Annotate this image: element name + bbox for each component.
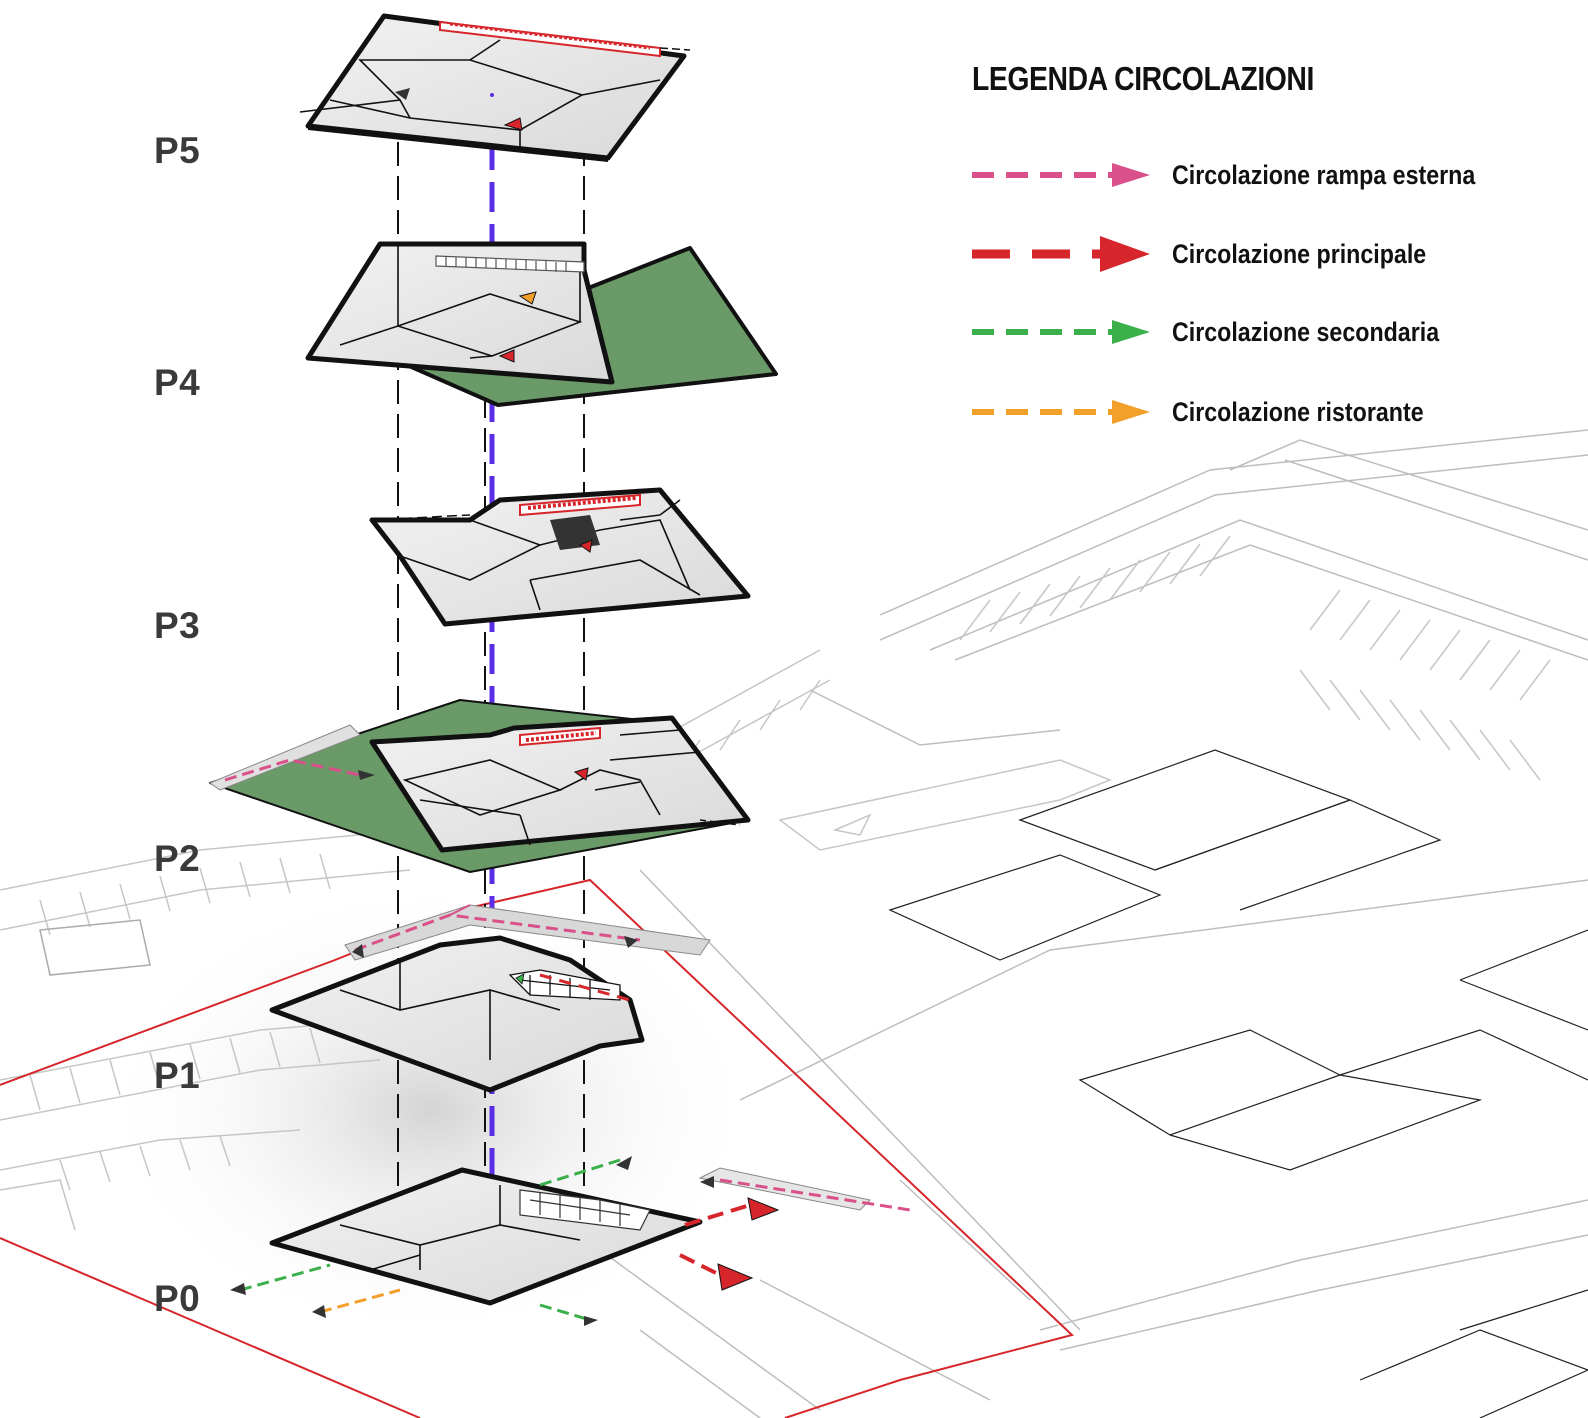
legend-title: LEGENDA CIRCOLAZIONI [972, 60, 1314, 97]
legend-item-ristorante: Circolazione ristorante [972, 392, 1572, 432]
legend-swatch-short-dash [972, 320, 1150, 344]
arrow-marker [578, 539, 593, 553]
road-curb [809, 689, 1061, 746]
arrow-marker [747, 1197, 780, 1221]
level-label-p3: P3 [154, 605, 201, 646]
road-curb [1059, 1234, 1588, 1351]
legend-label: Circolazione secondaria [1172, 317, 1440, 347]
floor-p0 [230, 1156, 911, 1326]
level-label-p5: P5 [154, 130, 201, 171]
floor-p5 [299, 13, 691, 162]
road-curb [1229, 439, 1588, 531]
road-curb [899, 1179, 1031, 1301]
road-curb [1039, 1199, 1588, 1331]
legend-item-secondaria: Circolazione secondaria [972, 312, 1572, 352]
stair-hatch [519, 1189, 651, 1231]
road-curb [879, 454, 1588, 641]
road-curb [879, 429, 1588, 616]
road-curb [599, 1249, 821, 1411]
stair-core [550, 515, 600, 550]
road-curb [954, 544, 1588, 661]
lawn-blocks [888, 749, 1588, 1418]
stair-hatch [519, 726, 601, 747]
arrow-marker [503, 117, 523, 131]
legend-swatch-long-dash [972, 236, 1150, 272]
legend-label: Circolazione principale [1172, 239, 1427, 269]
parking-stalls [959, 535, 1551, 781]
floor-p1 [269, 904, 711, 1093]
arrow-marker [498, 349, 515, 363]
arrow-marker [584, 1316, 598, 1326]
legend-item-rampa-esterna: Circolazione rampa esterna [972, 155, 1572, 195]
level-label-p1: P1 [154, 1055, 201, 1096]
road-curb [639, 869, 1081, 1331]
arrow-marker [395, 88, 410, 100]
legend-item-principale: Circolazione principale [972, 234, 1572, 274]
arrow-marker [312, 1305, 326, 1318]
arrow-marker [230, 1283, 246, 1295]
level-label-p4: P4 [154, 362, 201, 403]
floor-p3 [369, 487, 751, 627]
stair-core [508, 969, 621, 1001]
legend-label: Circolazione ristorante [1172, 397, 1424, 427]
arrow-marker [518, 291, 537, 305]
arrow-marker [717, 1263, 754, 1291]
floor-p4 [305, 241, 778, 407]
road-curb [759, 1279, 991, 1401]
arrow-marker [624, 936, 638, 948]
level-label-p0: P0 [154, 1278, 201, 1319]
arrow-marker [352, 944, 364, 958]
arrow-marker [616, 1156, 632, 1170]
road-curb [639, 1329, 761, 1418]
site-context [0, 429, 1588, 1418]
arrow-marker [515, 973, 525, 985]
arrow-marker [700, 1176, 714, 1188]
legend-swatch-short-dash [972, 163, 1150, 187]
level-label-p2: P2 [154, 838, 201, 879]
arrow-marker [358, 770, 375, 780]
floor-p2 [208, 699, 751, 873]
stair-hatch [435, 255, 585, 273]
legend-swatch-short-dash [972, 400, 1150, 424]
arrow-marker [573, 767, 589, 781]
road-curb [1284, 459, 1588, 561]
road-curb [739, 879, 1588, 1101]
site-boundary [0, 878, 1074, 1418]
legend-label: Circolazione rampa esterna [1172, 160, 1476, 190]
